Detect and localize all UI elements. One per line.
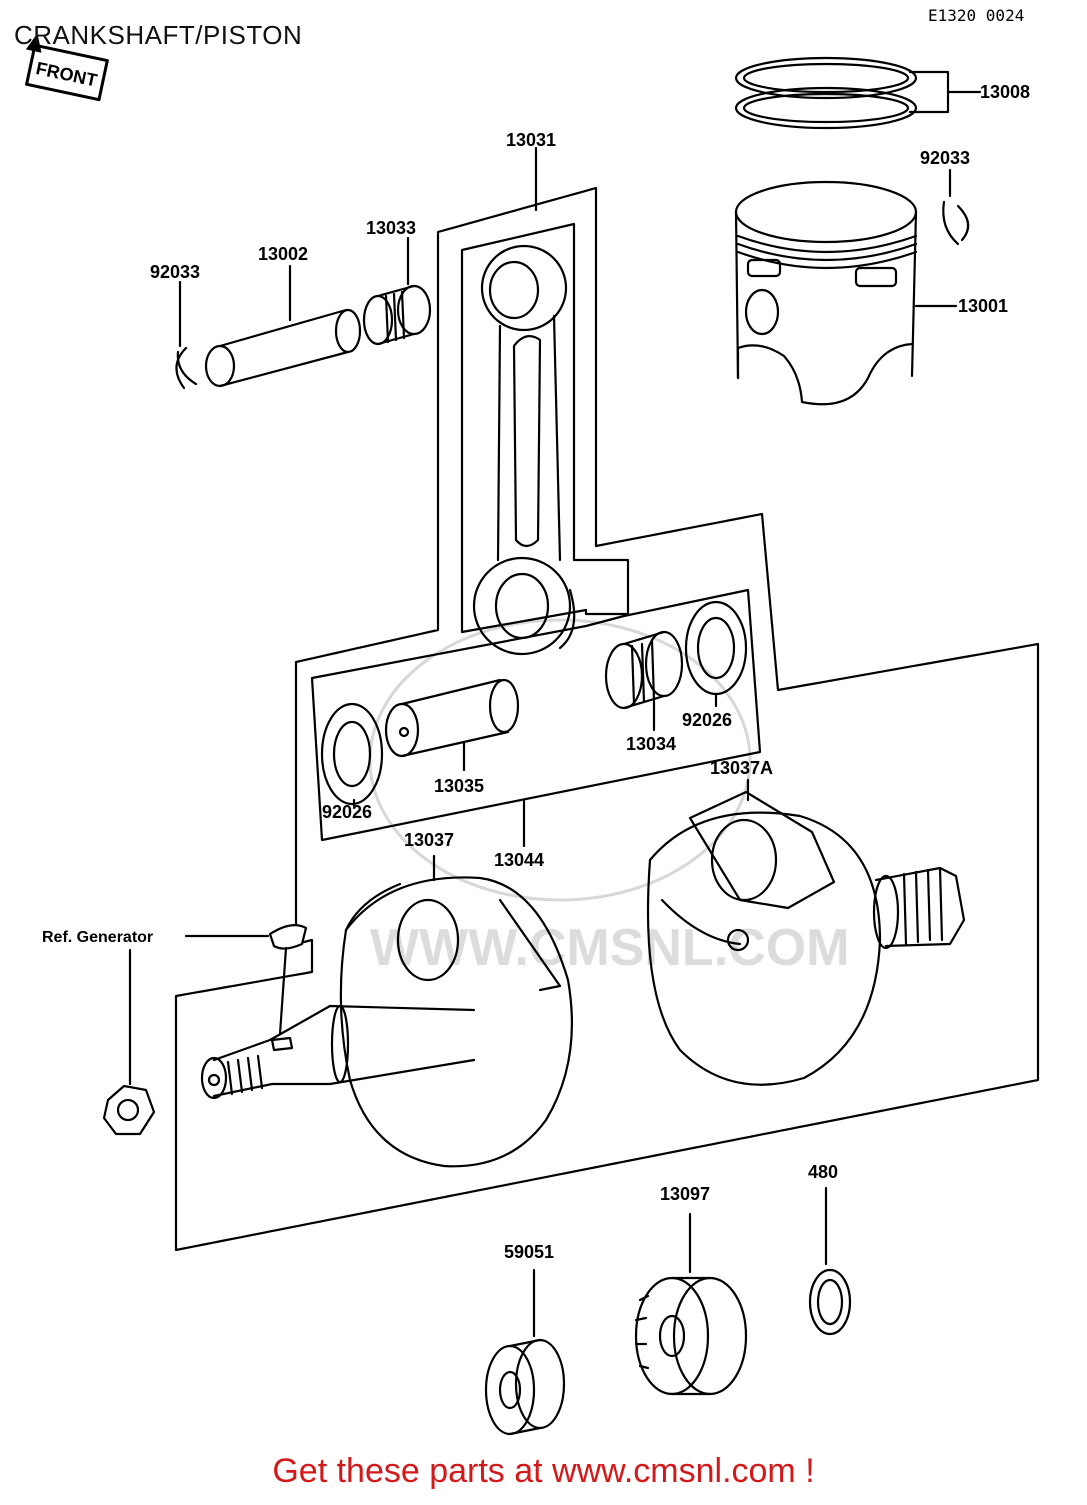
needle-bearing-13033	[362, 236, 432, 346]
front-marker-icon: FRONT	[25, 33, 109, 102]
part-label-92026-right: 92026	[682, 710, 732, 730]
crankpin-box	[310, 588, 762, 842]
piston-13001	[734, 180, 958, 406]
crank-half-right-13037A	[646, 778, 966, 1086]
circlip-right-92033	[942, 168, 970, 246]
part-label-92033-right: 92033	[920, 148, 970, 168]
part-label-13035: 13035	[434, 776, 484, 796]
part-label-13044: 13044	[494, 850, 544, 870]
piston-rings-13008	[734, 56, 982, 130]
part-label-13037A: 13037A	[710, 758, 773, 778]
flange-nut-icon	[102, 948, 156, 1136]
thrust-washer-right-92026	[684, 600, 748, 708]
part-label-480: 480	[808, 1162, 838, 1182]
needle-bearing-13034	[604, 630, 684, 732]
gear-13097	[634, 1212, 748, 1396]
drawing-code: E1320 0024	[928, 6, 1025, 25]
part-label-13002: 13002	[258, 244, 308, 264]
part-label-13031: 13031	[506, 130, 556, 150]
part-label-13097: 13097	[660, 1184, 710, 1204]
assembly-outline-upper	[174, 186, 1040, 1252]
connecting-rod-box	[460, 222, 630, 634]
page-title: CRANKSHAFT/PISTON	[14, 20, 303, 50]
gear-59051	[484, 1268, 566, 1436]
footer-link[interactable]: Get these parts at www.cmsnl.com !	[272, 1452, 815, 1490]
part-label-13037: 13037	[404, 830, 454, 850]
part-label-13001: 13001	[958, 296, 1008, 316]
thrust-washer-left-92026	[320, 702, 384, 808]
woodruff-key-icon	[184, 923, 308, 1036]
part-label-59051: 59051	[504, 1242, 554, 1262]
part-label-13008: 13008	[980, 82, 1030, 102]
circlip-480	[808, 1186, 852, 1336]
crank-half-left-13037	[200, 854, 573, 1168]
part-label-92026-left: 92026	[322, 802, 372, 822]
part-label-13034: 13034	[626, 734, 676, 754]
part-labels: 13008 92033 13031 13033 13002 92033 1300…	[42, 82, 1030, 1262]
part-label-92033-left: 92033	[150, 262, 200, 282]
watermark-text: WWW.CMSNL.COM	[370, 919, 849, 977]
crank-pin-13035	[384, 678, 520, 772]
reference-label: Ref. Generator	[42, 929, 153, 946]
piston-pin-13002	[204, 264, 362, 388]
connecting-rod-13031	[472, 146, 576, 656]
part-label-13033: 13033	[366, 218, 416, 238]
circlip-left-92033	[175, 280, 198, 390]
